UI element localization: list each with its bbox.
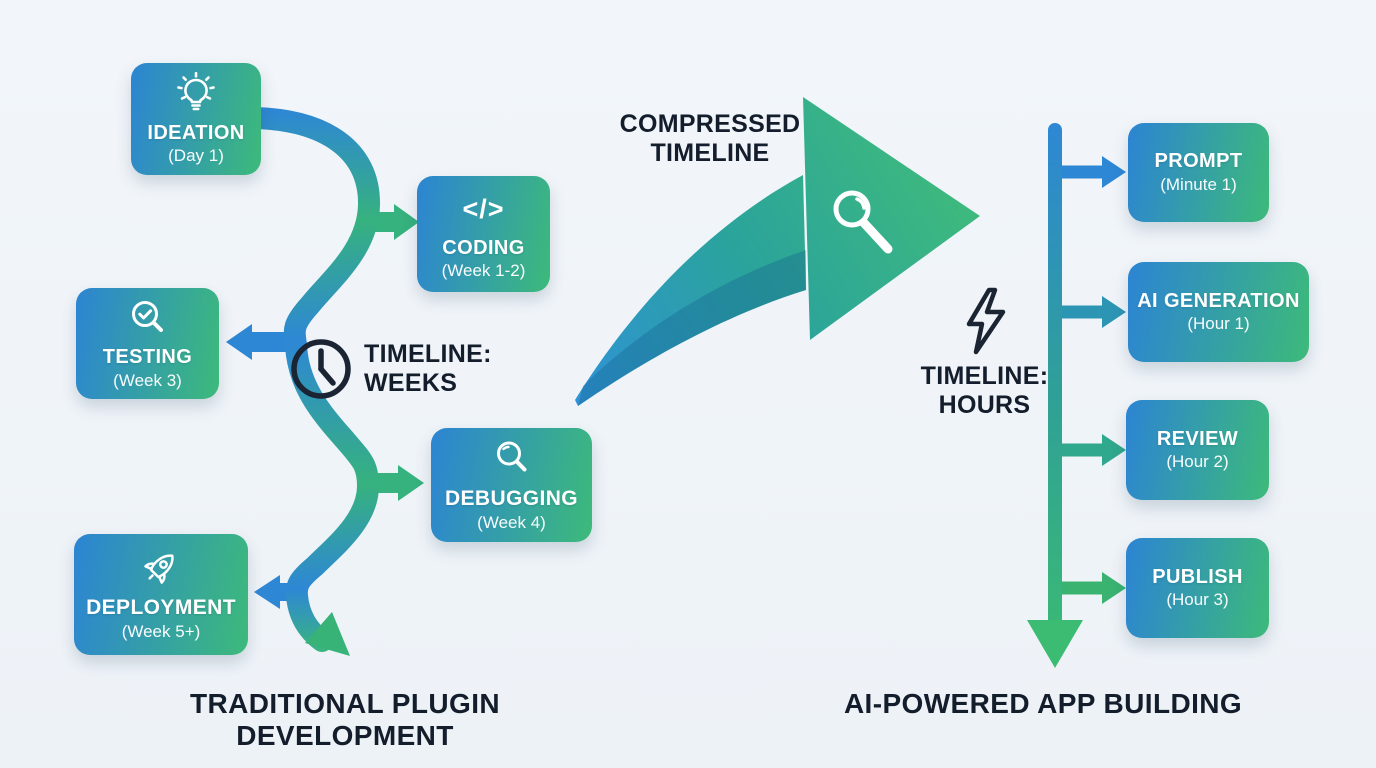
node-label: IDEATION <box>147 121 245 144</box>
node-label: PUBLISH <box>1152 565 1243 588</box>
node-prompt: PROMPT (Minute 1) <box>1128 123 1269 222</box>
clock-icon <box>291 339 351 399</box>
lightning-icon <box>966 287 1005 355</box>
node-sublabel: (Hour 2) <box>1166 452 1229 472</box>
node-sublabel: (Hour 3) <box>1166 590 1229 610</box>
left-flow-serpentine-path <box>244 107 381 652</box>
node-deployment: DEPLOYMENT (Week 5+) <box>74 534 248 655</box>
node-testing: TESTING (Week 3) <box>76 288 219 399</box>
rocket-icon <box>138 546 184 592</box>
heading-line1: COMPRESSED <box>619 110 801 138</box>
node-sublabel: (Week 1-2) <box>441 261 526 281</box>
node-sublabel: (Week 4) <box>477 512 546 532</box>
node-label: AI GENERATION <box>1137 289 1300 312</box>
node-sublabel: (Day 1) <box>168 146 224 166</box>
timeline-note-weeks: TIMELINE: WEEKS <box>288 336 492 402</box>
timeline-note-line1: TIMELINE: <box>920 362 1049 390</box>
search-check-icon <box>125 296 171 342</box>
left-flow-end-arrowhead <box>305 612 350 656</box>
node-debugging: DEBUGGING (Week 4) <box>431 428 592 542</box>
code-glyph: </> <box>462 194 505 225</box>
lightbulb-icon <box>173 71 219 118</box>
node-label: DEBUGGING <box>444 486 579 510</box>
heading-line2: TIMELINE <box>650 138 770 167</box>
timeline-note-line2: WEEKS <box>364 369 458 397</box>
code-icon: </> <box>462 187 504 233</box>
node-label: REVIEW <box>1156 427 1239 450</box>
node-label: TESTING <box>102 346 193 369</box>
node-label: DEPLOYMENT <box>86 596 236 620</box>
node-sublabel: (Week 3) <box>113 370 182 390</box>
compressed-timeline-heading: COMPRESSED TIMELINE <box>597 110 823 167</box>
left-section-title: TRADITIONAL PLUGIN DEVELOPMENT <box>189 688 500 751</box>
node-publish: PUBLISH (Hour 3) <box>1126 538 1269 638</box>
right-flow-end-arrowhead <box>1027 620 1083 668</box>
right-section-title: AI-POWERED APP BUILDING <box>843 688 1243 719</box>
node-sublabel: (Minute 1) <box>1160 174 1237 194</box>
timeline-note-hours: TIMELINE: HOURS <box>912 286 1057 420</box>
search-icon <box>489 437 535 483</box>
node-coding: </> CODING (Week 1-2) <box>417 176 550 292</box>
node-sublabel: (Week 5+) <box>121 622 201 642</box>
node-ideation: IDEATION (Day 1) <box>131 63 261 175</box>
node-label: PROMPT <box>1154 150 1243 173</box>
timeline-note-line2: HOURS <box>938 391 1031 419</box>
compressed-arrow <box>575 97 980 406</box>
node-label: CODING <box>442 236 525 259</box>
timeline-note-line1: TIMELINE: <box>364 340 492 368</box>
node-ai-generation: AI GENERATION (Hour 1) <box>1128 262 1309 362</box>
right-flow-branches <box>1060 156 1126 604</box>
node-sublabel: (Hour 1) <box>1187 314 1250 334</box>
node-review: REVIEW (Hour 2) <box>1126 400 1269 500</box>
search-icon <box>833 190 893 254</box>
